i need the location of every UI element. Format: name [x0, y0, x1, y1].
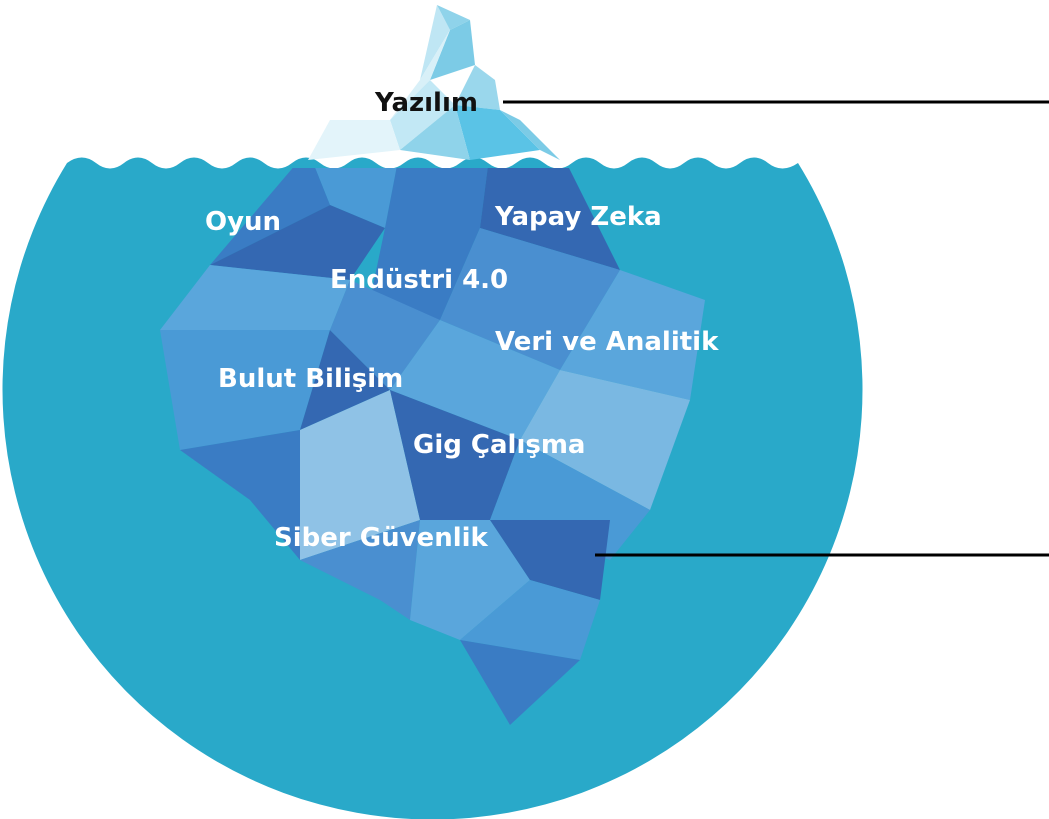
label-gig-calisma: Gig Çalışma	[413, 430, 585, 460]
label-endustri-4-0: Endüstri 4.0	[330, 265, 508, 295]
iceberg-tip	[308, 5, 560, 160]
label-bulut-bilisim: Bulut Bilişim	[218, 364, 403, 394]
label-siber-guvenlik: Siber Güvenlik	[274, 523, 489, 553]
label-oyun: Oyun	[205, 207, 281, 237]
label-yazilim: Yazılım	[374, 88, 478, 118]
label-veri-ve-analitik: Veri ve Analitik	[495, 327, 719, 357]
label-yapay-zeka: Yapay Zeka	[494, 202, 662, 232]
iceberg-underwater	[160, 168, 705, 725]
